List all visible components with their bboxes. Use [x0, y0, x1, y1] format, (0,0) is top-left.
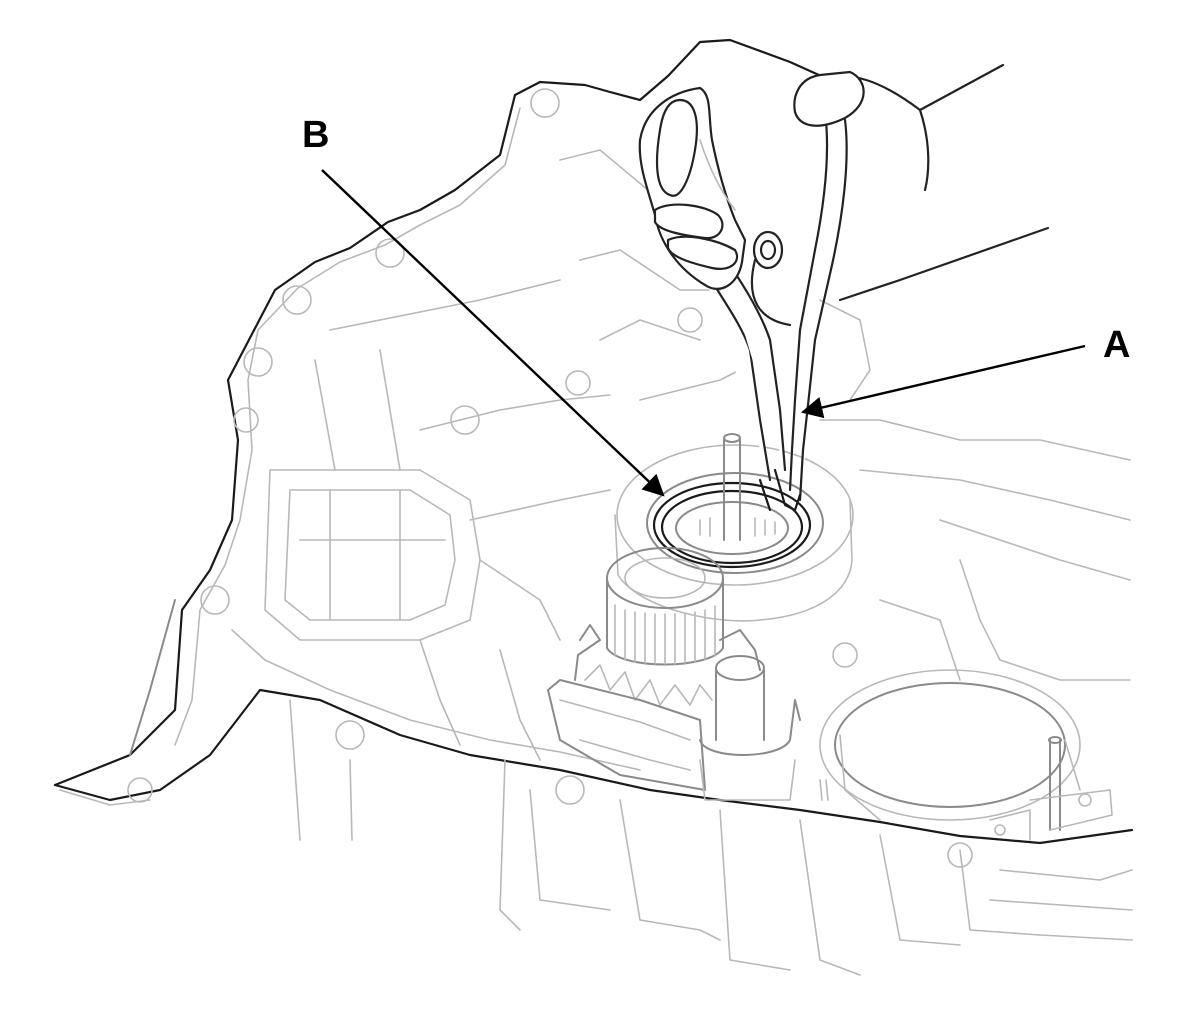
case-details [59, 88, 1133, 976]
leader-line-b [321, 169, 665, 497]
leader-line-a [800, 344, 1086, 419]
bearing-housing [614, 433, 854, 622]
case-outline [53, 38, 1134, 845]
hand-with-pliers [638, 63, 1050, 512]
callout-label-b: B [302, 114, 330, 156]
gear-assembly [547, 547, 801, 801]
callout-label-a: A [1103, 324, 1131, 366]
